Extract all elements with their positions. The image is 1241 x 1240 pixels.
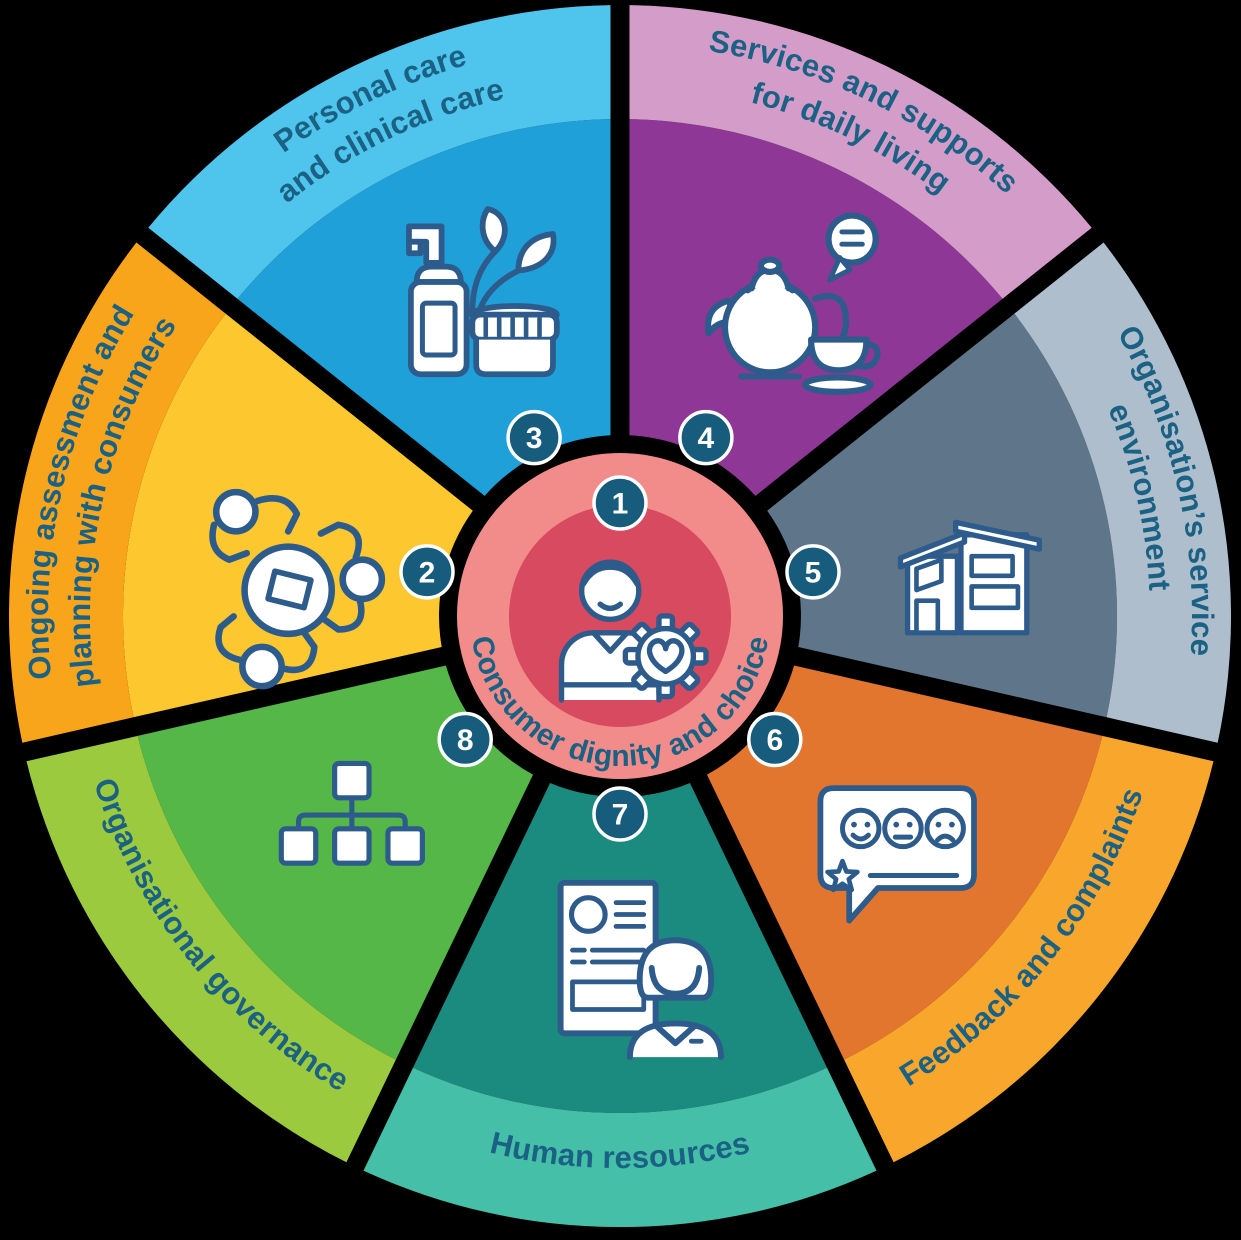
people-around-table-icon [209, 488, 386, 690]
feedback-bubble-icon [817, 785, 977, 924]
segment-3-band [148, 5, 611, 299]
badge-2-number: 2 [419, 556, 436, 589]
badge-7-number: 7 [612, 799, 629, 832]
resume-person-icon [557, 879, 724, 1061]
care-products-icon [406, 206, 560, 378]
segment-5-wedge [767, 313, 1118, 718]
house-icon [897, 519, 1042, 636]
badge-5 [785, 544, 841, 600]
org-chart-icon [278, 760, 425, 866]
person-heart-gear-icon [558, 559, 709, 703]
badge-3 [506, 409, 562, 466]
segment-6-band [844, 735, 1214, 1163]
segment-4-wedge [629, 119, 1003, 496]
teapot-icon [704, 212, 881, 395]
segment-7-band [363, 1067, 877, 1228]
badge-6 [747, 711, 803, 768]
badge-4 [678, 409, 734, 466]
badge-8-number: 8 [457, 724, 474, 757]
segment-4-band [629, 5, 1092, 299]
badge-8 [437, 711, 493, 768]
badge-4-number: 4 [698, 422, 715, 455]
badge-7 [592, 786, 648, 842]
badge-3-number: 3 [526, 422, 543, 455]
badge-1 [592, 475, 648, 531]
badge-6-number: 6 [766, 724, 783, 757]
segment-2-band [9, 242, 226, 743]
segment-5-band [1014, 242, 1231, 743]
badge-5-number: 5 [805, 556, 822, 589]
badge-1-number: 1 [612, 488, 629, 521]
segment-8-band [26, 735, 396, 1163]
badge-2 [399, 544, 455, 600]
